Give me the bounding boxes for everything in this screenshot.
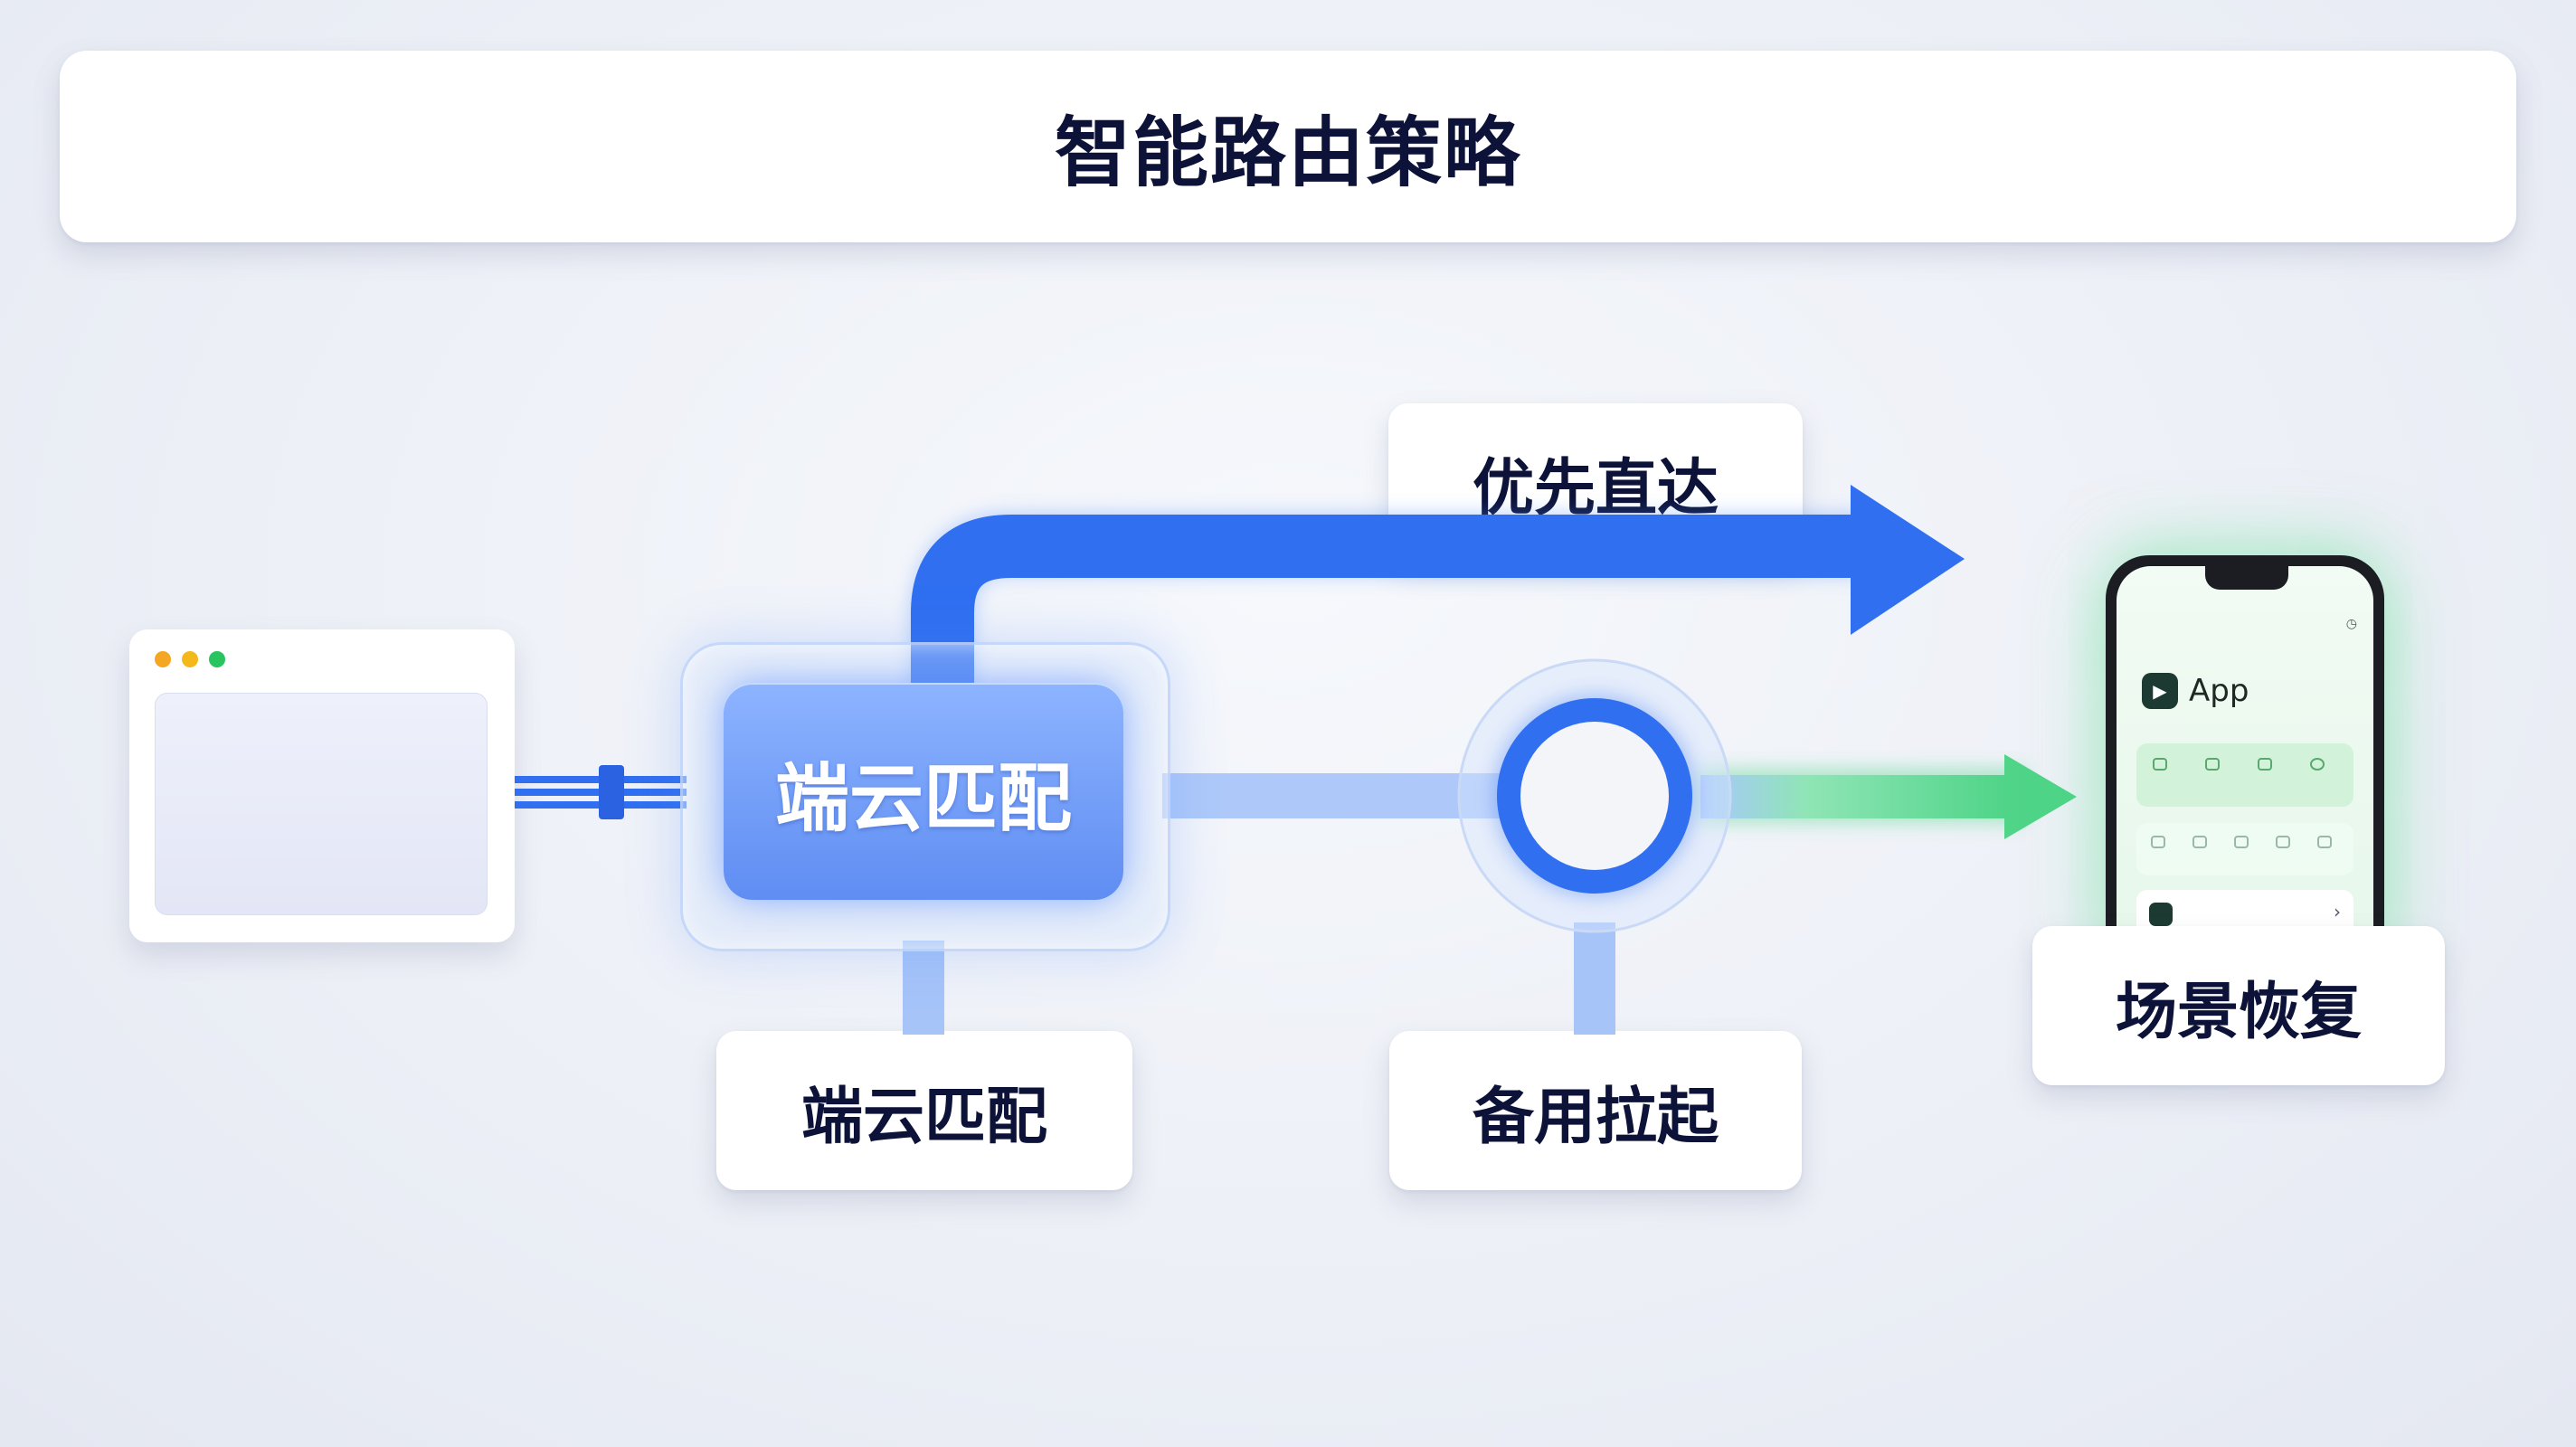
- feature-icon: [2153, 758, 2167, 771]
- main-connector: [1162, 773, 1506, 818]
- feature-icon: [2310, 758, 2325, 771]
- phone-notch: [2205, 566, 2288, 590]
- restore-label: 场景恢复: [2032, 926, 2445, 1085]
- match-node: 端云匹配: [724, 683, 1123, 900]
- browser-content: [155, 693, 488, 915]
- app-name: App: [2189, 673, 2249, 709]
- direct-arrow-head: [1851, 485, 1965, 635]
- window-dot-orange: [182, 651, 198, 667]
- app-shortcut-row: [2136, 823, 2353, 875]
- restore-arrow-head: [2004, 754, 2077, 839]
- chevron-right-icon: ›: [2334, 901, 2341, 922]
- shortcut-icon: [2317, 836, 2332, 848]
- feature-icon: [2258, 758, 2272, 771]
- page-title: 智能路由策略: [60, 51, 2516, 242]
- window-dot-yellow: [155, 651, 171, 667]
- backup-down-connector: [1574, 922, 1615, 1035]
- settings-icon: ◷: [2345, 617, 2357, 631]
- list-item-icon: [2149, 903, 2173, 926]
- app-feature-row: [2136, 743, 2353, 807]
- phone-screen: ◷ ▶ App ›: [2117, 566, 2373, 962]
- feature-icon: [2205, 758, 2220, 771]
- shortcut-icon: [2151, 836, 2165, 848]
- window-dot-green: [209, 651, 225, 667]
- shortcut-icon: [2276, 836, 2290, 848]
- backup-label: 备用拉起: [1389, 1031, 1802, 1190]
- match-label: 端云匹配: [716, 1031, 1132, 1190]
- match-down-connector: [903, 941, 944, 1035]
- shortcut-icon: [2192, 836, 2207, 848]
- direct-arrow: [911, 515, 1861, 687]
- shortcut-icon: [2234, 836, 2249, 848]
- phone-device: ◷ ▶ App ›: [2106, 555, 2384, 962]
- backup-node: [1457, 658, 1732, 933]
- browser-cable: [515, 765, 687, 819]
- browser-window: [129, 629, 515, 942]
- restore-arrow: [1700, 775, 2008, 818]
- play-icon: ▶: [2142, 673, 2178, 709]
